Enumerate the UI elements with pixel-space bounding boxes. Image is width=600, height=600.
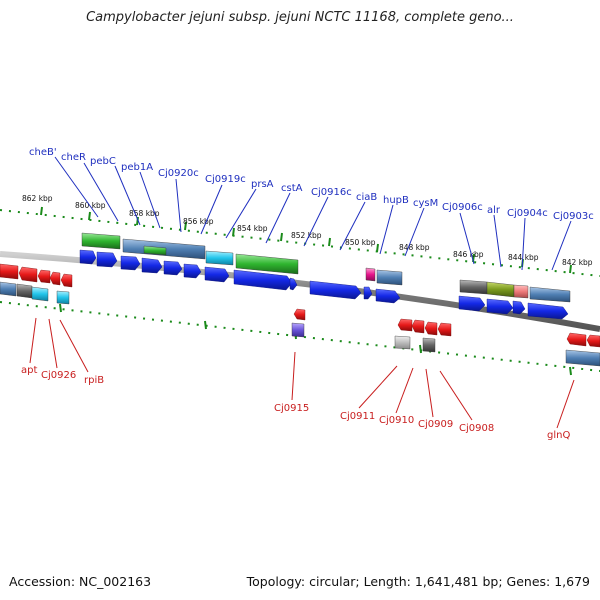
gene-label: Cj0903c xyxy=(553,211,594,222)
scale-label: 856 kbp xyxy=(183,217,214,226)
reverse-gene-labels: apt Cj0926 rpiB Cj0915 Cj0911 Cj0910 Cj0… xyxy=(21,365,570,441)
gene-label: cheB' xyxy=(29,147,57,158)
scale-label: 852 kbp xyxy=(291,231,322,240)
scale-labels: 862 kbp 860 kbp 858 kbp 856 kbp 854 kbp … xyxy=(22,194,593,267)
gene-label: cheR xyxy=(61,152,86,163)
gene-label: Cj0908 xyxy=(459,423,494,434)
scale-label: 858 kbp xyxy=(129,209,160,218)
gene-label: hupB xyxy=(383,195,409,206)
gene-label: Cj0909 xyxy=(418,419,453,430)
scale-label: 860 kbp xyxy=(75,201,106,210)
gene-label: Cj0920c xyxy=(158,168,199,179)
inner-major-ticks xyxy=(59,303,572,376)
gene-label: Cj0911 xyxy=(340,411,375,422)
scale-label: 848 kbp xyxy=(399,243,430,252)
gene-label: Cj0926 xyxy=(41,370,76,381)
reverse-gene-arrows xyxy=(0,263,600,348)
scale-label: 846 kbp xyxy=(453,250,484,259)
scale-label: 862 kbp xyxy=(22,194,53,203)
gene-label: cstA xyxy=(281,183,303,194)
gene-label: prsA xyxy=(251,179,274,190)
forward-cog-bands xyxy=(81,232,571,303)
gene-label: Cj0916c xyxy=(311,187,352,198)
gene-label: ciaB xyxy=(356,192,377,203)
gene-label: pebC xyxy=(90,156,116,167)
genome-stats-text: Topology: circular; Length: 1,641,481 bp… xyxy=(246,574,590,589)
gene-label: cysM xyxy=(413,198,438,209)
gene-label: Cj0915 xyxy=(274,403,309,414)
gene-label: alr xyxy=(487,205,501,216)
scale-label: 850 kbp xyxy=(345,238,376,247)
forward-gene-arrows xyxy=(79,249,569,320)
inner-scale-track xyxy=(0,301,600,372)
gene-label: glnQ xyxy=(547,430,570,441)
gene-label: rpiB xyxy=(84,375,104,386)
outer-scale-track xyxy=(0,209,600,277)
reverse-label-lines xyxy=(29,317,575,429)
gene-label: Cj0919c xyxy=(205,174,246,185)
reverse-cog-bands xyxy=(0,281,600,367)
gene-label: apt xyxy=(21,365,37,376)
gene-label: Cj0906c xyxy=(442,202,483,213)
gene-label: peb1A xyxy=(121,162,153,173)
scale-label: 844 kbp xyxy=(508,253,539,262)
forward-gene-labels: cheB' cheR pebC peb1A Cj0920c Cj0919c pr… xyxy=(29,147,594,222)
scale-label: 842 kbp xyxy=(562,258,593,267)
forward-label-lines xyxy=(54,156,572,271)
gene-label: Cj0910 xyxy=(379,415,414,426)
scale-label: 854 kbp xyxy=(237,224,268,233)
accession-text: Accession: NC_002163 xyxy=(9,574,152,589)
gene-label: Cj0904c xyxy=(507,208,548,219)
major-ticks xyxy=(40,206,572,274)
map-title: Campylobacter jejuni subsp. jejuni NCTC … xyxy=(86,10,514,25)
